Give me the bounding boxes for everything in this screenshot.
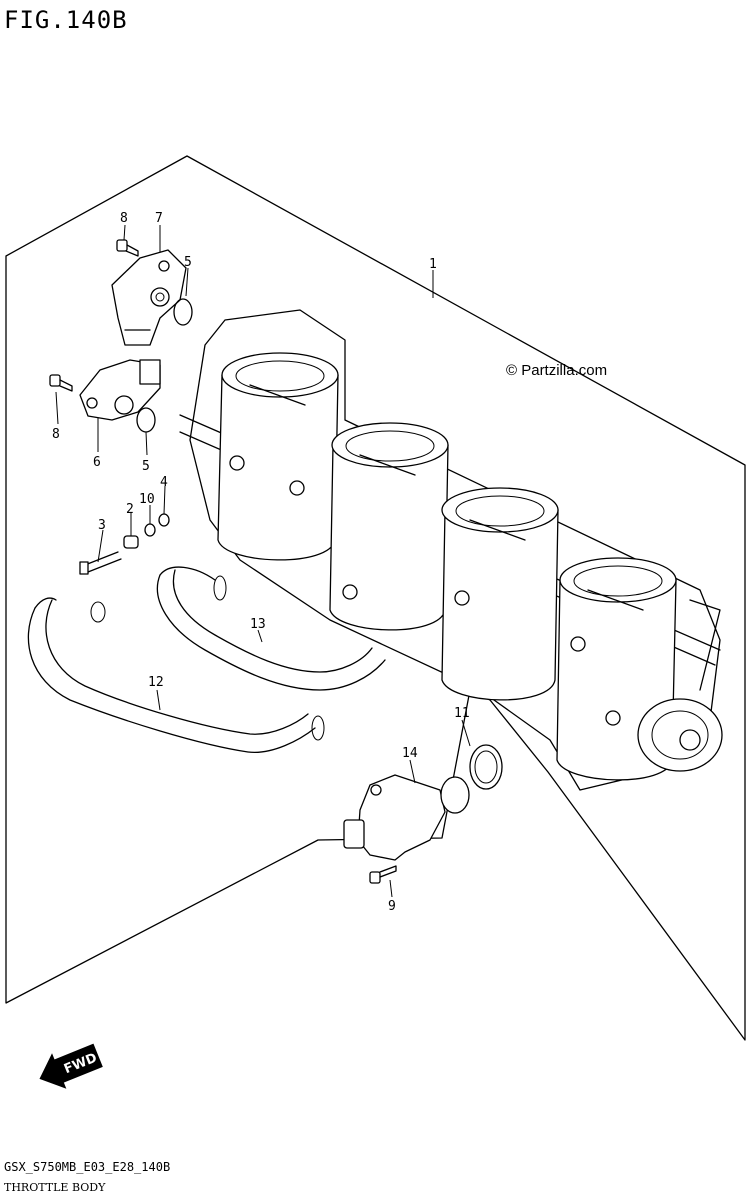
callout-5-lower: 5 — [142, 459, 150, 474]
throttle-pulley — [637, 599, 723, 772]
bore-2 — [329, 422, 449, 631]
bore-3 — [441, 487, 559, 701]
hose-12 — [27, 597, 325, 754]
callout-7: 7 — [155, 211, 163, 226]
callout-9: 9 — [388, 899, 396, 914]
bolt-8-lower — [49, 374, 73, 392]
callout-10: 10 — [139, 492, 155, 507]
sensor-6 — [79, 359, 161, 421]
callout-4: 4 — [160, 475, 168, 490]
screw-3 — [79, 551, 122, 575]
leader-lines — [55, 224, 471, 898]
spring-2 — [123, 535, 139, 549]
hose-13 — [156, 566, 386, 691]
throttle-body — [179, 309, 723, 791]
callout-8-lower: 8 — [52, 427, 60, 442]
valve-14 — [343, 774, 470, 861]
callout-13: 13 — [250, 617, 266, 632]
o-ring-5-upper — [173, 298, 193, 326]
callout-6: 6 — [93, 455, 101, 470]
callout-12: 12 — [148, 675, 164, 690]
callout-8-upper: 8 — [120, 211, 128, 226]
washer-10 — [144, 523, 156, 537]
o-ring-4 — [158, 513, 170, 527]
figure-title: FIG.140B — [4, 6, 128, 34]
callout-5-upper: 5 — [184, 255, 192, 270]
figure-caption: THROTTLE BODY — [4, 1181, 106, 1194]
bolt-8-upper — [116, 239, 139, 257]
figure-code: GSX_S750MB_E03_E28_140B — [4, 1160, 171, 1174]
callout-14: 14 — [402, 746, 418, 761]
bolt-9 — [369, 865, 397, 884]
o-ring-11 — [469, 744, 503, 790]
fwd-arrow-icon: FWD — [39, 1043, 103, 1089]
callout-11: 11 — [454, 706, 470, 721]
sensor-7 — [111, 249, 187, 346]
bore-1 — [217, 352, 339, 561]
callout-1: 1 — [429, 257, 437, 272]
callout-2: 2 — [126, 502, 134, 517]
o-ring-5-lower — [136, 407, 156, 433]
callout-3: 3 — [98, 518, 106, 533]
